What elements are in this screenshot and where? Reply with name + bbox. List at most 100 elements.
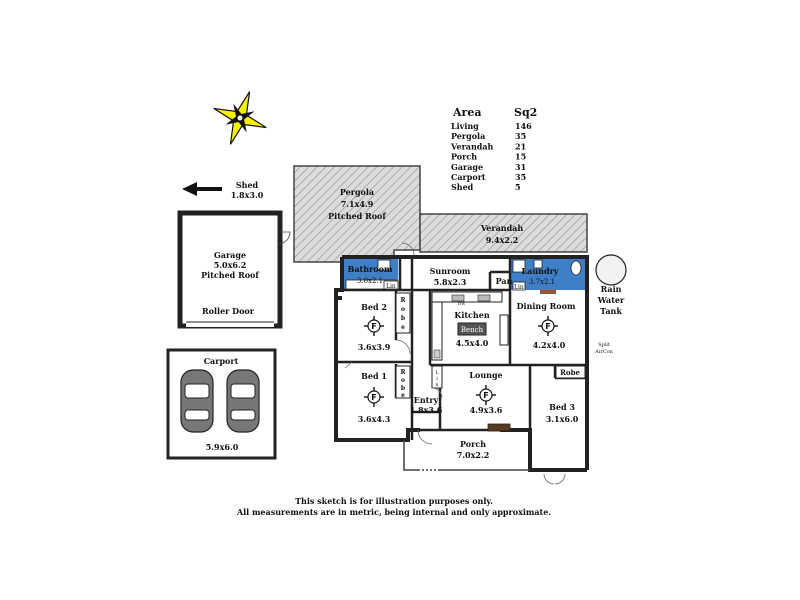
bathroom-linen-label: Lin — [386, 283, 396, 290]
carport-label: Carport — [204, 356, 239, 366]
pergola: Pergola 7.1x4.9 Pitched Roof — [293, 165, 421, 263]
kitchen-label: Kitchen — [454, 310, 489, 320]
disclaimer-line-2: All measurements are in metric, being in… — [236, 507, 551, 517]
robe-bed3: Robe — [555, 365, 586, 379]
bed1-dims: 3.6x4.3 — [358, 414, 391, 424]
aircon-label-1: Split — [598, 342, 610, 348]
bed2-dims: 3.6x3.9 — [358, 342, 391, 352]
svg-text:i: i — [436, 376, 438, 382]
arrow-left-icon — [182, 182, 197, 196]
entry-dims: 1.8x3.6 — [410, 405, 443, 415]
bed3-label: Bed 3 — [549, 402, 575, 412]
car-icon — [180, 369, 214, 433]
area-row-name: Carport — [451, 172, 486, 182]
robe-bed2: R o b e — [395, 292, 411, 334]
svg-text:b: b — [401, 385, 405, 392]
shed-dims: 1.8x3.0 — [231, 190, 264, 200]
lounge-label: Lounge — [469, 370, 502, 380]
kitchen-counters: Bench DW — [431, 291, 509, 361]
svg-text:b: b — [401, 315, 405, 322]
area-row-name: Shed — [451, 182, 474, 192]
linen-entry: L i n — [431, 365, 443, 389]
svg-text:o: o — [401, 377, 405, 384]
svg-text:L: L — [435, 370, 439, 376]
dining-label: Dining Room — [517, 301, 576, 311]
sq-header: Sq2 — [514, 106, 537, 119]
kitchen-dims: 4.5x4.0 — [456, 338, 489, 348]
bed1-label: Bed 1 — [361, 371, 387, 381]
porch: Porch 7.0x2.2 — [403, 439, 530, 471]
bathroom-fixtures: Lin — [345, 259, 399, 290]
disclaimer-line-1: This sketch is for illustration purposes… — [295, 496, 493, 506]
car-icon — [226, 369, 260, 433]
garage-label: Garage — [214, 250, 246, 260]
area-row-name: Garage — [451, 162, 483, 172]
robe-bed1: R o b e — [395, 365, 411, 399]
area-row-value: 15 — [515, 152, 526, 162]
area-row-value: 5 — [515, 182, 521, 192]
bed2-label: Bed 2 — [361, 302, 387, 312]
tank-label-2: Water — [597, 295, 625, 305]
porch-dims: 7.0x2.2 — [457, 450, 490, 460]
pergola-dims: 7.1x4.9 — [341, 199, 374, 209]
sunroom-label: Sunroom — [430, 266, 471, 276]
garage-dims: 5.0x6.2 — [214, 260, 247, 270]
garage-door-label: Roller Door — [202, 306, 255, 316]
garage: Garage 5.0x6.2 Pitched Roof Roller Door — [177, 210, 291, 329]
pergola-roof: Pitched Roof — [328, 211, 386, 221]
area-row-name: Porch — [451, 152, 477, 162]
area-row-name: Verandah — [450, 141, 494, 151]
ceiling-fan-icon — [363, 386, 385, 408]
kitchen-bench — [457, 322, 487, 336]
area-row-value: 146 — [515, 121, 532, 131]
ceiling-fan-icon — [363, 315, 385, 337]
carport: Carport 5.9x6.0 — [166, 348, 277, 460]
entry-label: Entry — [414, 395, 439, 405]
tank-label-3: Tank — [600, 306, 622, 316]
svg-text:R: R — [401, 369, 407, 376]
dining-dims: 4.2x4.0 — [533, 340, 566, 350]
verandah-label: Verandah — [480, 223, 524, 233]
shed-indicator: Shed 1.8x3.0 — [182, 180, 264, 200]
porch-label: Porch — [460, 439, 486, 449]
split-aircon: Split AirCon — [594, 342, 613, 355]
rain-water-tank: Rain Water Tank — [595, 254, 627, 316]
area-row-name: Pergola — [451, 131, 485, 141]
area-row-value: 35 — [515, 172, 526, 182]
fireplace — [487, 423, 511, 432]
verandah: Verandah 9.4x2.2 — [419, 213, 588, 253]
bench-label: Bench — [461, 326, 484, 334]
doors — [344, 242, 566, 485]
area-row-value: 21 — [515, 141, 526, 151]
dishwasher-label: DW — [458, 301, 466, 306]
laundry-dims: 3.7x2.1 — [529, 278, 555, 286]
bed3-dims: 3.1x6.0 — [546, 414, 579, 424]
laundry-label: Laundry — [522, 266, 559, 276]
verandah-dims: 9.4x2.2 — [486, 235, 519, 245]
ceiling-fan-icon — [475, 384, 497, 406]
area-row-value: 31 — [515, 162, 526, 172]
shed-label: Shed — [236, 180, 259, 190]
tank-label-1: Rain — [601, 284, 622, 294]
pergola-label: Pergola — [340, 187, 374, 197]
svg-text:e: e — [401, 392, 405, 399]
area-row-name: Living — [451, 121, 479, 131]
svg-text:R: R — [401, 297, 407, 304]
carport-dims: 5.9x6.0 — [206, 442, 239, 452]
area-row-value: 35 — [515, 131, 526, 141]
bed3-robe-label: Robe — [560, 368, 580, 377]
compass-icon — [213, 91, 267, 145]
svg-text:n: n — [435, 382, 439, 388]
aircon-label-2: AirCon — [594, 349, 613, 355]
laundry-linen-label: Lin — [514, 284, 524, 291]
bathroom-dims: 3.0x2.1 — [357, 277, 383, 285]
bathroom-label: Bathroom — [348, 264, 393, 274]
area-header: Area — [452, 106, 481, 119]
lounge-dims: 4.9x3.6 — [470, 405, 503, 415]
laundry-fixtures: Lin — [512, 259, 582, 294]
pantry-label: Pan — [496, 276, 513, 286]
sunroom-dims: 5.8x2.3 — [434, 277, 467, 287]
svg-text:e: e — [401, 324, 405, 331]
